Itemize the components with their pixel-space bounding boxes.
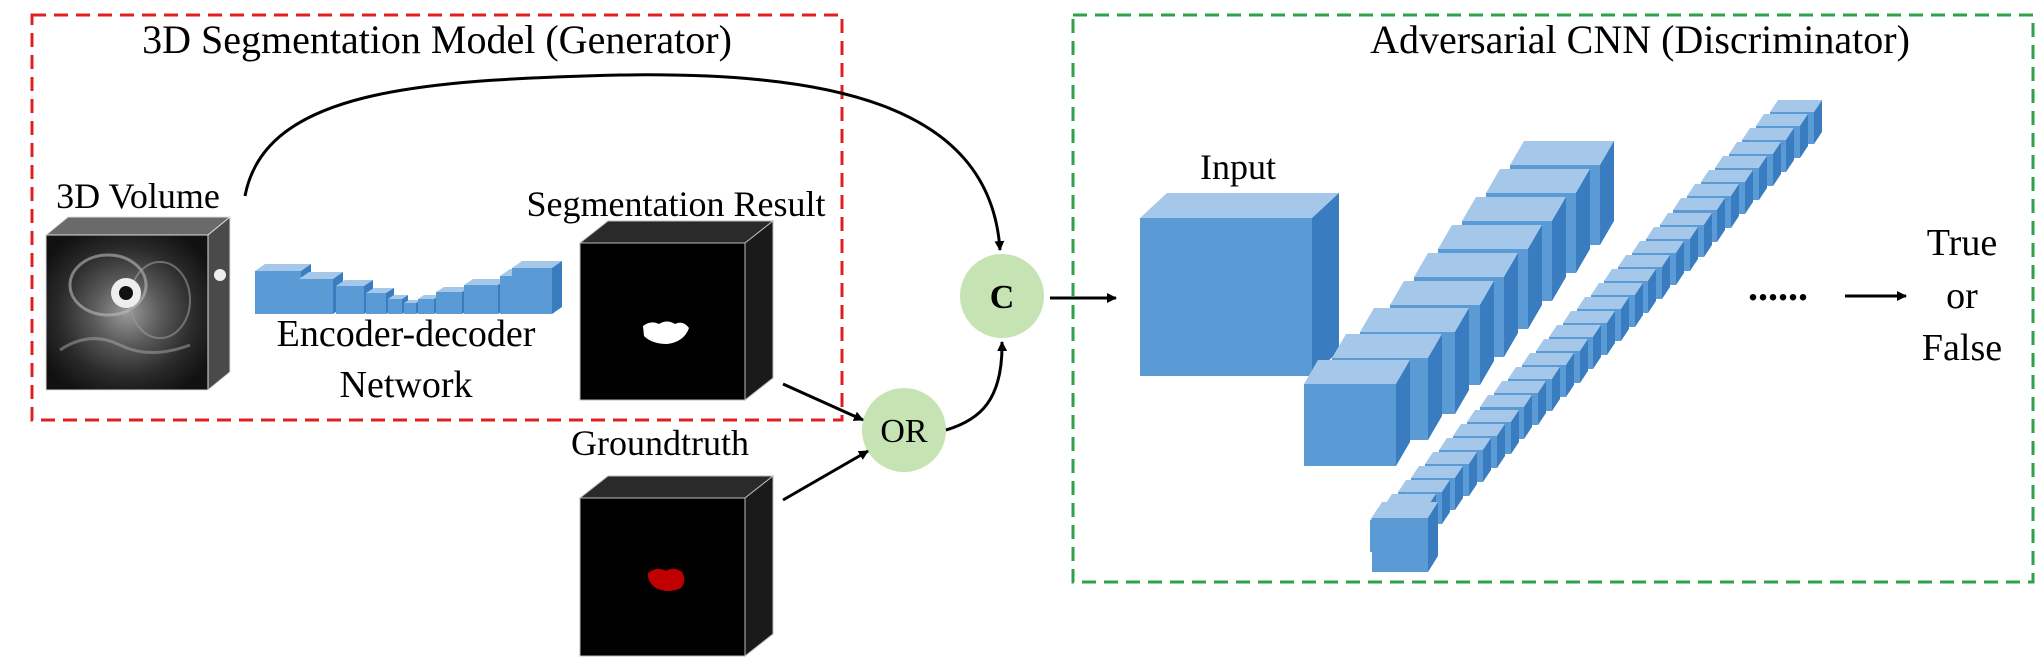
output-line-or: or <box>1946 275 1978 317</box>
or-to-concat-arrow <box>945 341 1008 432</box>
input-cube <box>1140 193 1339 376</box>
groundtruth-label: Groundtruth <box>571 423 749 463</box>
network-label-line2: Network <box>340 364 473 406</box>
groundtruth-mask <box>647 568 685 591</box>
ellipsis: ...... <box>1748 264 1808 309</box>
segmentation-mask <box>643 321 689 344</box>
segmentation-label: Segmentation Result <box>527 184 826 224</box>
concat-node <box>960 254 1044 338</box>
connector-arrows <box>243 73 1907 502</box>
output-line-false: False <box>1922 327 2002 369</box>
segmentation-cube <box>578 219 775 402</box>
network-label-line1: Encoder-decoder <box>277 313 536 355</box>
conv-layer-lower-front <box>1372 502 1438 572</box>
gt-to-or-arrow <box>782 449 869 502</box>
volume-label: 3D Volume <box>56 176 220 216</box>
discriminator-layers-upper <box>1304 141 1614 466</box>
discriminator-title: Adversarial CNN (Discriminator) <box>1370 17 1910 62</box>
encoder-decoder-blocks <box>255 261 562 314</box>
discriminator-layers-lower <box>1370 100 1822 572</box>
or-node <box>862 388 946 472</box>
mri-volume <box>44 215 232 392</box>
generator-frame <box>30 13 844 422</box>
skip-arrow <box>243 73 1005 251</box>
output-line-true: True <box>1927 222 1997 264</box>
conv-layer-upper <box>1304 360 1410 466</box>
input-block <box>1140 193 1339 376</box>
input-label: Input <box>1200 147 1276 187</box>
groundtruth-cube <box>578 474 775 658</box>
or-label: OR <box>880 413 928 450</box>
seg-to-or-arrow <box>782 382 864 422</box>
discriminator-frame <box>1071 13 2035 584</box>
encoder-block <box>512 261 562 314</box>
generator-title: 3D Segmentation Model (Generator) <box>142 17 732 62</box>
concat-label: C <box>990 279 1015 316</box>
